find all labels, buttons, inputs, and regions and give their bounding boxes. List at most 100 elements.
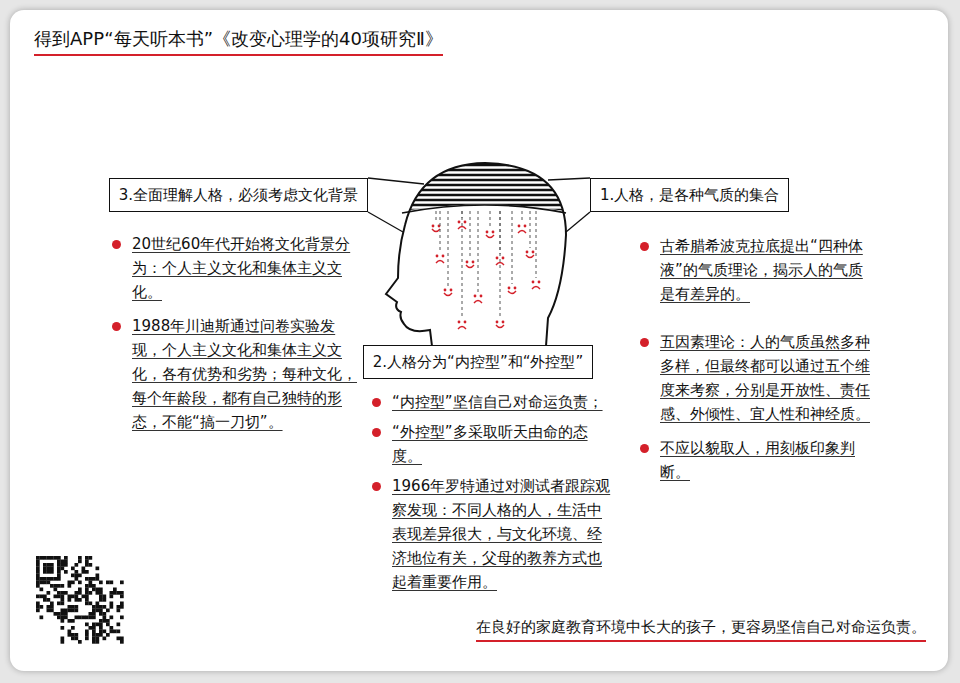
qr-module — [106, 619, 110, 623]
qr-module — [82, 595, 86, 599]
qr-module — [85, 598, 89, 602]
qr-module — [36, 602, 40, 606]
face-eye — [450, 289, 453, 292]
qr-module — [54, 595, 58, 599]
face-eye — [524, 225, 527, 228]
qr-module — [68, 581, 72, 585]
qr-module — [106, 609, 110, 613]
qr-module — [71, 626, 75, 630]
qr-module — [61, 626, 65, 630]
hair-stripe — [380, 199, 580, 202]
qr-module — [89, 591, 93, 595]
qr-module — [36, 574, 40, 578]
qr-module — [120, 605, 124, 609]
face-eye — [532, 251, 535, 254]
face-mouth — [466, 265, 474, 268]
qr-module — [85, 623, 89, 627]
hair-stripe — [380, 194, 580, 197]
face-eye — [502, 257, 505, 260]
qr-module — [103, 598, 107, 602]
qr-module — [43, 556, 47, 560]
qr-module — [99, 612, 103, 616]
qr-module — [36, 577, 40, 581]
qr-module — [92, 612, 96, 616]
qr-module — [57, 570, 61, 574]
qr-module — [50, 570, 54, 574]
heading-box: 1.人格，是各种气质的集合 — [590, 178, 789, 212]
qr-module — [120, 591, 124, 595]
bullet-dot — [372, 482, 381, 491]
qr-module — [61, 560, 65, 564]
bullet-dot — [640, 338, 649, 347]
qr-module — [57, 584, 61, 588]
face-mouth — [474, 301, 482, 304]
qr-module — [61, 616, 65, 620]
qr-module — [40, 581, 44, 585]
qr-module — [89, 581, 93, 585]
qr-module — [89, 626, 93, 630]
qr-module — [85, 595, 89, 599]
qr-module — [40, 605, 44, 609]
qr-module — [61, 640, 65, 644]
bullet-text: 不应以貌取人，用刻板印象判断。 — [660, 439, 855, 481]
qr-module — [110, 626, 114, 630]
qr-module — [75, 563, 79, 567]
qr-module — [61, 637, 65, 641]
qr-module — [89, 616, 93, 620]
qr-module — [92, 640, 96, 644]
qr-module — [117, 605, 121, 609]
dash-line — [470, 211, 471, 258]
qr-module — [64, 560, 68, 564]
qr-module — [57, 602, 61, 606]
qr-module — [47, 598, 51, 602]
qr-module — [71, 633, 75, 637]
qr-module — [110, 616, 114, 620]
heading-box: 2.人格分为“内控型”和“外控型” — [363, 345, 593, 379]
qr-module — [71, 637, 75, 641]
qr-module — [40, 556, 44, 560]
bullet-text: 五因素理论：人的气质虽然多种多样，但最终都可以通过五个维度来考察，分别是开放性、… — [660, 333, 870, 423]
qr-module — [40, 595, 44, 599]
leader-line — [368, 212, 403, 232]
qr-module — [92, 616, 96, 620]
qr-module — [50, 609, 54, 613]
bullet-dot — [372, 398, 381, 407]
face-mouth — [432, 229, 440, 232]
face-mouth — [518, 231, 526, 234]
face-eye — [464, 221, 467, 224]
bullet-text: “内控型”坚信自己对命运负责； — [392, 393, 603, 411]
qr-module — [110, 595, 114, 599]
face-eye — [526, 251, 529, 254]
qr-module — [61, 563, 65, 567]
face-eye — [538, 281, 541, 284]
qr-module — [85, 588, 89, 592]
qr-module — [103, 637, 107, 641]
qr-module — [92, 633, 96, 637]
face-mouth — [508, 291, 516, 294]
qr-module — [40, 577, 44, 581]
bullet-dot — [112, 240, 121, 249]
face-eye — [466, 261, 469, 264]
qr-module — [64, 609, 68, 613]
qr-module — [85, 570, 89, 574]
qr-module — [64, 612, 68, 616]
face-eye — [442, 255, 445, 258]
face-eye — [474, 295, 477, 298]
face-eye — [486, 231, 489, 234]
qr-module — [43, 563, 47, 567]
qr-module — [47, 563, 51, 567]
qr-module — [117, 637, 121, 641]
head-outline — [386, 163, 566, 346]
qr-module — [57, 567, 61, 571]
face-icon — [436, 211, 445, 263]
qr-module — [75, 577, 79, 581]
qr-module — [96, 633, 100, 637]
qr-module — [99, 598, 103, 602]
qr-module — [78, 616, 82, 620]
qr-module — [43, 570, 47, 574]
face-mouth — [532, 287, 540, 290]
qr-module — [61, 591, 65, 595]
dash-line — [440, 211, 441, 252]
qr-module — [43, 595, 47, 599]
qr-module — [36, 605, 40, 609]
